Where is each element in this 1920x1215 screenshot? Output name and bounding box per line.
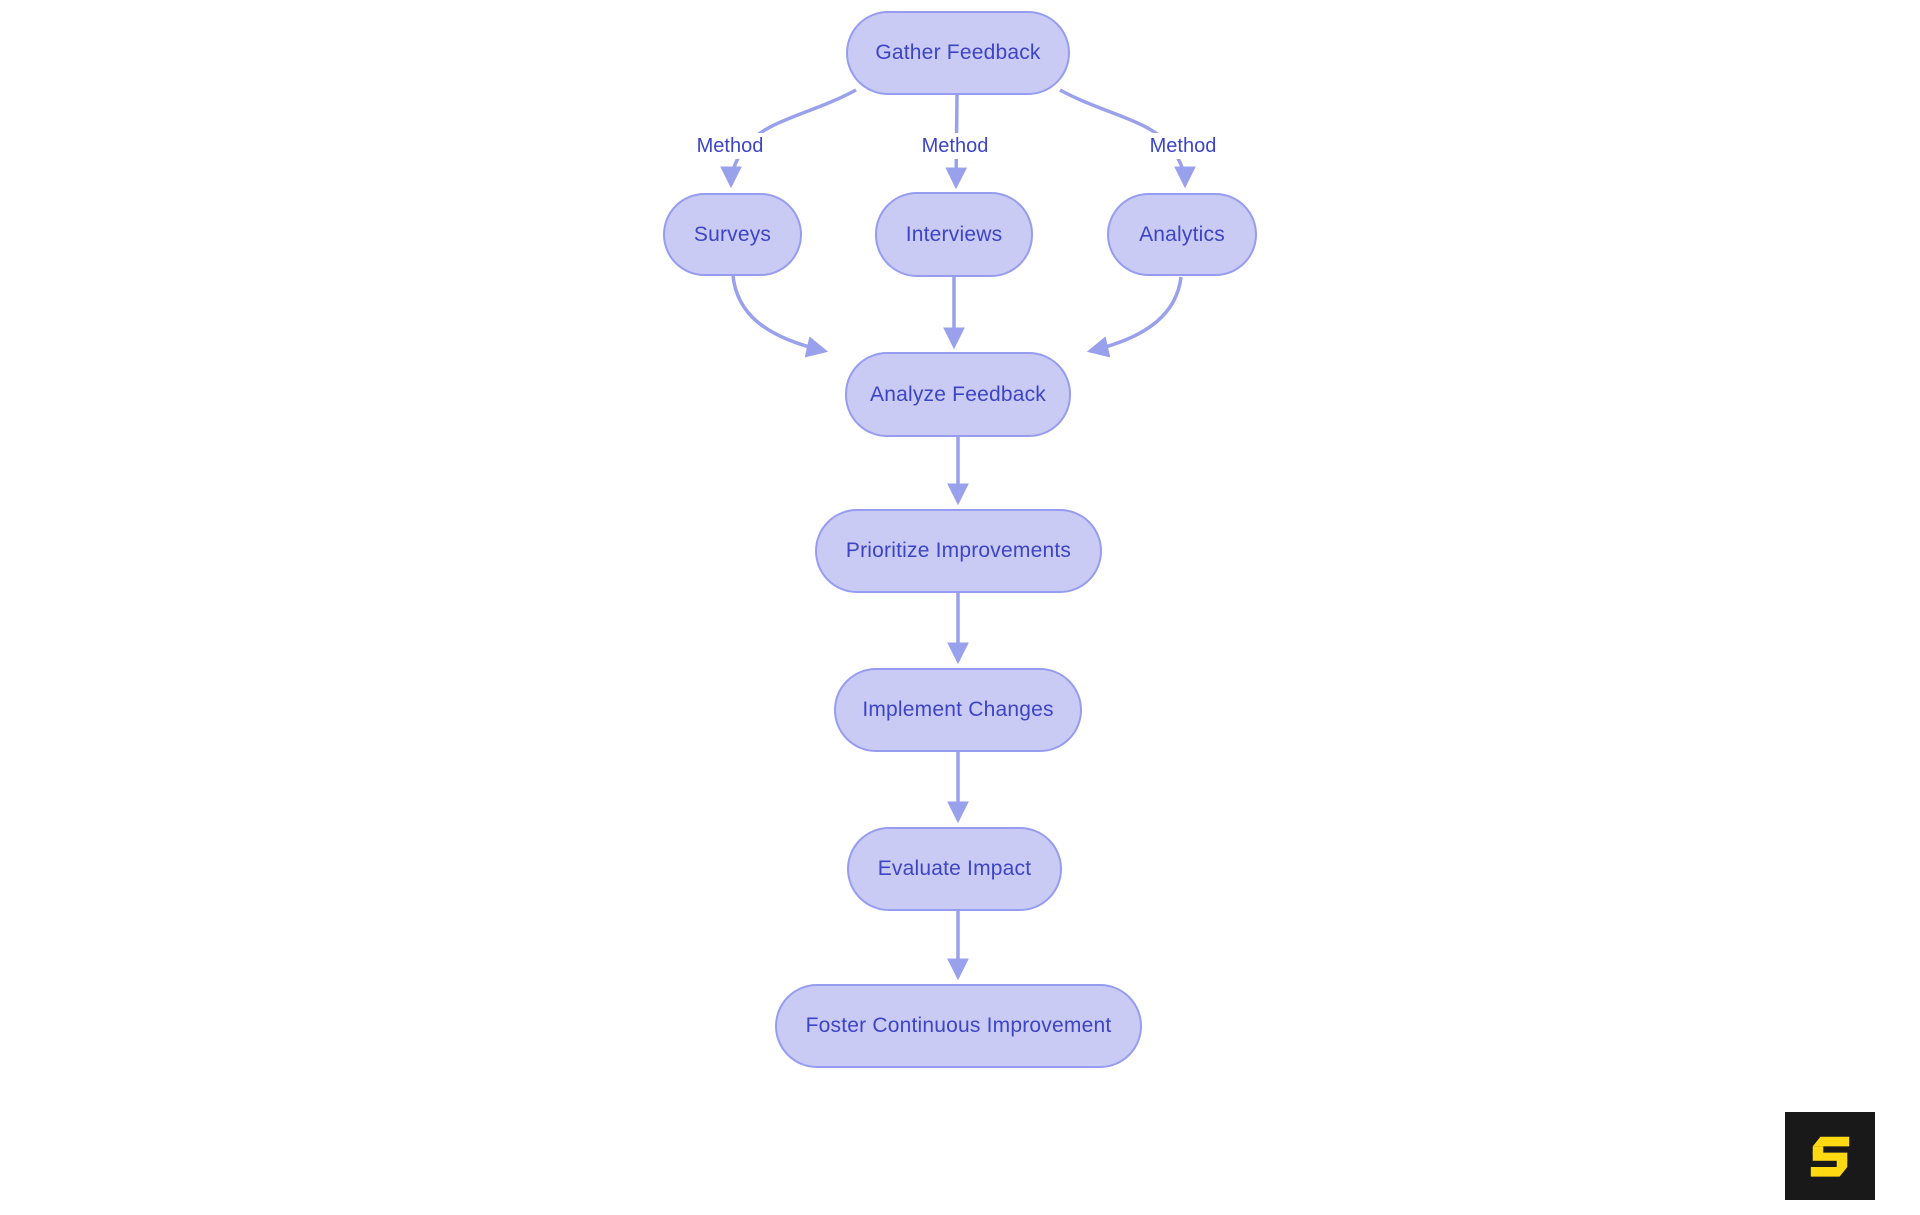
node-implement: Implement Changes: [834, 668, 1082, 752]
node-prioritize: Prioritize Improvements: [815, 509, 1102, 593]
edge-label-gather-to-interviews: Method: [916, 133, 994, 159]
edge-analytics-to-analyze: [1086, 276, 1183, 358]
edge-label-gather-to-surveys: Method: [691, 133, 769, 159]
node-label: Foster Continuous Improvement: [805, 1014, 1112, 1037]
node-surveys: Surveys: [663, 193, 802, 276]
node-analyze: Analyze Feedback: [845, 352, 1071, 437]
node-label: Gather Feedback: [875, 41, 1041, 64]
node-label: Interviews: [905, 222, 1003, 246]
node-evaluate: Evaluate Impact: [847, 827, 1062, 911]
angular-s-icon: [1810, 1136, 1850, 1177]
node-interviews: Interviews: [875, 192, 1033, 277]
node-label: Prioritize Improvements: [845, 539, 1072, 562]
node-analytics: Analytics: [1107, 193, 1257, 276]
node-label: Implement Changes: [862, 698, 1054, 721]
edge-surveys-to-analyze: [731, 275, 829, 358]
node-label: Surveys: [693, 222, 772, 246]
node-label: Analytics: [1139, 222, 1225, 246]
node-label: Analyze Feedback: [870, 382, 1046, 406]
node-gather: Gather Feedback: [846, 11, 1070, 95]
node-label: Evaluate Impact: [877, 857, 1032, 880]
logo-badge: [1785, 1112, 1875, 1200]
edge-label-gather-to-analytics: Method: [1144, 133, 1222, 159]
node-foster: Foster Continuous Improvement: [775, 984, 1142, 1068]
